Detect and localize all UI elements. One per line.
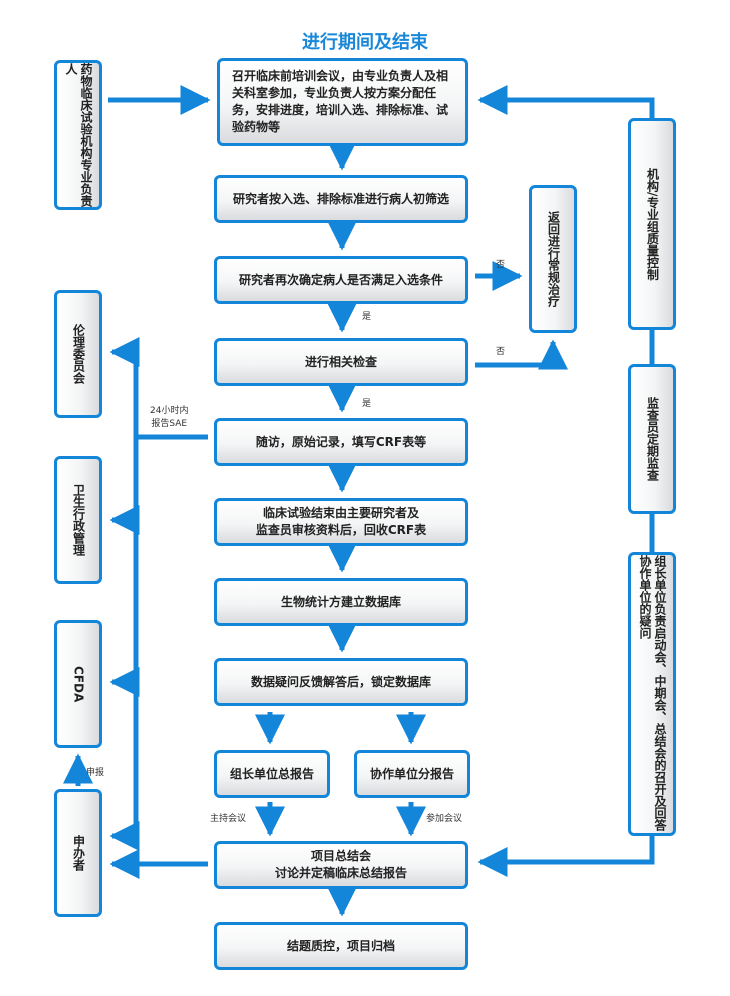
label-no-2: 否: [496, 347, 506, 357]
step-lead-report: 组长单位总报告: [214, 750, 330, 798]
step-collab-report: 协作单位分报告: [354, 750, 470, 798]
step-lock-database: 数据疑问反馈解答后，锁定数据库: [214, 658, 468, 706]
label-yes-1: 是: [362, 312, 372, 322]
node-cfda: CFDA: [54, 620, 102, 748]
label-attend-meeting: 参加会议: [426, 814, 463, 824]
step-training-meeting: 召开临床前培训会议，由专业负责人及相关科室参加，专业负责人按方案分配任务，安排进…: [217, 58, 468, 146]
label-no-1: 否: [496, 260, 506, 270]
arrow-qc-s1: [477, 85, 655, 118]
node-monitor: 监查员定期监查: [628, 364, 676, 514]
node-sponsor: 申办者: [54, 789, 102, 917]
label-sae: 24小时内 报告SAE: [150, 406, 189, 429]
node-ethics-committee: 伦理委员会: [54, 290, 102, 418]
arrow-leader-s10: [477, 836, 655, 877]
step-build-database: 生物统计方建立数据库: [214, 578, 468, 626]
node-lead-unit: 组长单位负责启动会、中期会、总结会的召开及回答协作单位的疑问: [628, 552, 676, 836]
node-return-treatment: 返回进行常规治疗: [529, 185, 577, 333]
label-declare: 申报: [86, 768, 105, 778]
step-examinations: 进行相关检查: [214, 338, 468, 386]
step-trial-end-review: 临床试验结束由主要研究者及 监查员审核资料后，回收CRF表: [214, 498, 468, 546]
label-yes-2: 是: [362, 399, 372, 409]
step-initial-screening: 研究者按入选、排除标准进行病人初筛选: [214, 175, 468, 223]
label-host-meeting: 主持会议: [210, 814, 247, 824]
node-quality-control: 机构/专业组质量控制: [628, 118, 676, 330]
step-confirm-eligibility: 研究者再次确定病人是否满足入选条件: [214, 256, 468, 304]
step-followup-crf: 随访，原始记录，填写CRF表等: [214, 418, 468, 466]
step-archive: 结题质控，项目归档: [214, 922, 468, 970]
page-title: 进行期间及结束: [302, 32, 428, 53]
arrow-no-2: [475, 339, 568, 370]
step-summary-meeting: 项目总结会 讨论并定稿临床总结报告: [214, 841, 468, 889]
node-institution-lead: 药物临床试验机构专业负责人: [54, 60, 102, 210]
node-health-admin: 卫生行政管理: [54, 456, 102, 584]
